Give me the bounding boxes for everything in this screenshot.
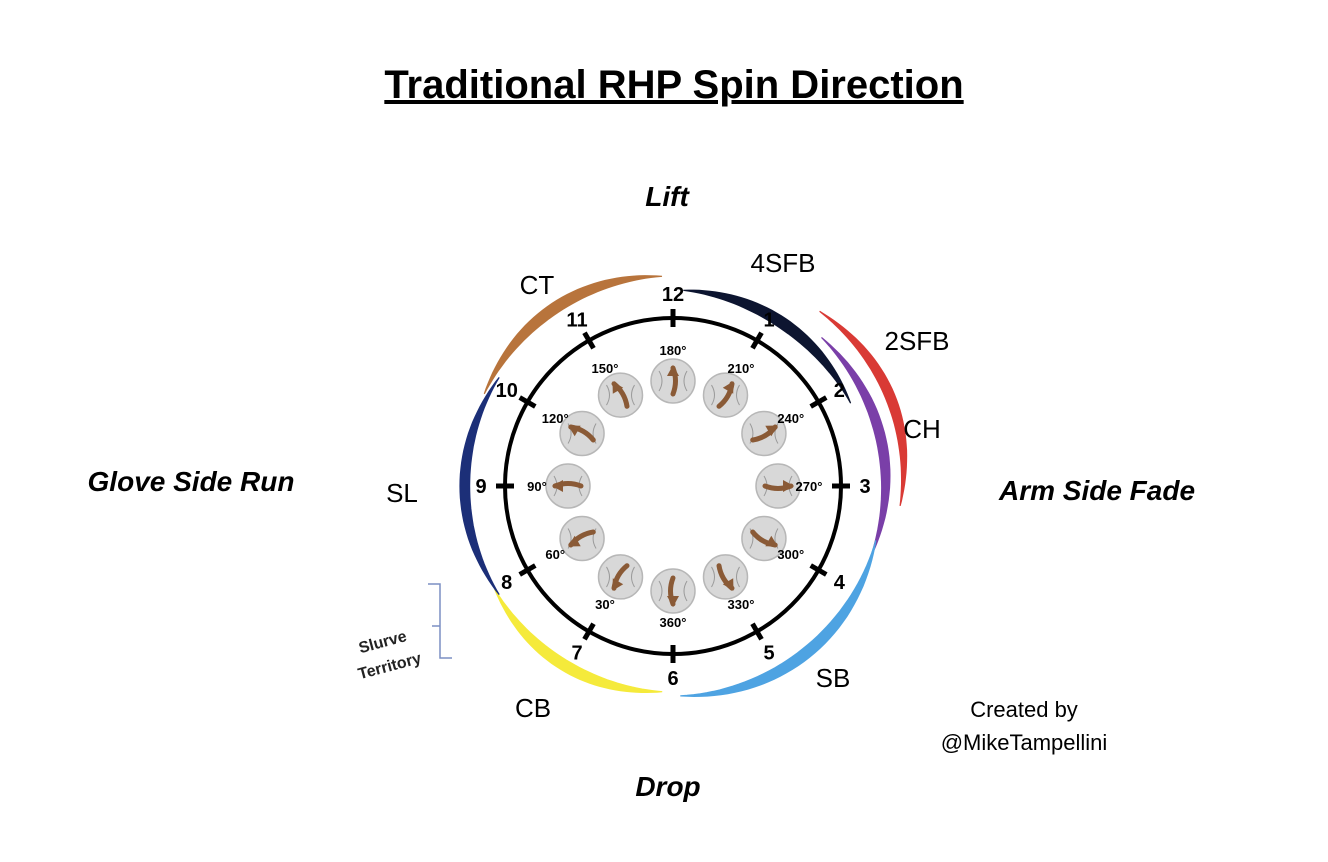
spin-ball-300 bbox=[741, 515, 787, 562]
clock-label-7: 7 bbox=[571, 642, 582, 664]
tick-2 bbox=[809, 395, 828, 409]
spin-ball-240 bbox=[741, 410, 787, 457]
degree-label-300: 300° bbox=[777, 547, 804, 562]
arrowhead-icon bbox=[667, 365, 679, 376]
degree-label-270: 270° bbox=[796, 479, 823, 494]
spin-ball-180 bbox=[650, 358, 696, 404]
page-title: Traditional RHP Spin Direction bbox=[384, 63, 963, 107]
pitch-label-ch: CH bbox=[903, 414, 941, 444]
seam-icon bbox=[749, 423, 779, 444]
degree-label-60: 60° bbox=[545, 547, 565, 562]
direction-drop: Drop bbox=[635, 771, 700, 802]
spin-balls bbox=[545, 358, 801, 614]
pitch-arc-cb bbox=[494, 588, 663, 693]
pitch-label-4sfb: 4SFB bbox=[750, 248, 815, 278]
direction-lift: Lift bbox=[645, 181, 690, 212]
degree-labels: 180° 210° 240° 270° 300° 330° 360° 30° 60° 90° 120… bbox=[527, 343, 822, 630]
seam-icon bbox=[606, 566, 635, 588]
tick-8 bbox=[518, 563, 537, 577]
arrowhead-icon bbox=[568, 535, 581, 547]
clock-label-4: 4 bbox=[834, 572, 846, 594]
seam-icon bbox=[567, 423, 597, 444]
pitch-arc-ct bbox=[483, 275, 663, 395]
clock-label-12: 12 bbox=[662, 284, 684, 306]
tick-1 bbox=[750, 331, 764, 350]
clock-label-2: 2 bbox=[834, 380, 845, 402]
pitch-arc-sb bbox=[680, 540, 877, 698]
spin-ball-360 bbox=[650, 568, 696, 614]
seam-icon bbox=[658, 370, 688, 392]
spin-ball-120 bbox=[559, 410, 605, 457]
seam-icon bbox=[749, 528, 779, 549]
arrowhead-icon bbox=[722, 381, 734, 394]
seam-icon bbox=[567, 528, 597, 549]
arrowhead-icon bbox=[568, 425, 581, 437]
arrowhead-icon bbox=[612, 381, 624, 394]
clock-label-11: 11 bbox=[566, 310, 587, 332]
slurve-bracket bbox=[428, 583, 452, 659]
spin-ball-150 bbox=[597, 372, 644, 418]
tick-7 bbox=[582, 622, 596, 641]
pitch-arcs bbox=[459, 275, 908, 698]
credit-line2: @MikeTampellini bbox=[941, 730, 1108, 755]
arrowhead-icon bbox=[667, 596, 679, 607]
direction-glove-side-run: Glove Side Run bbox=[88, 466, 295, 497]
clock-label-10: 10 bbox=[496, 380, 518, 402]
clock-label-8: 8 bbox=[501, 572, 512, 594]
seam-icon bbox=[606, 384, 635, 406]
clock-label-3: 3 bbox=[859, 476, 870, 498]
pitch-arc-2sfb bbox=[819, 310, 908, 507]
arrowhead-icon bbox=[612, 578, 624, 591]
pitch-label-cb: CB bbox=[515, 693, 551, 723]
degree-label-120: 120° bbox=[542, 411, 569, 426]
credit-line1: Created by bbox=[970, 697, 1078, 722]
degree-label-360: 360° bbox=[660, 615, 687, 630]
pitch-arc-sl bbox=[459, 377, 500, 595]
clock-label-1: 1 bbox=[763, 310, 774, 332]
spin-ball-30 bbox=[597, 554, 644, 600]
spin-ball-90 bbox=[545, 463, 591, 509]
clock-label-5: 5 bbox=[763, 642, 774, 664]
degree-label-150: 150° bbox=[592, 361, 619, 376]
tick-11 bbox=[582, 331, 596, 350]
arrowhead-icon bbox=[765, 425, 778, 437]
arrowhead-icon bbox=[552, 480, 563, 492]
seam-icon bbox=[658, 580, 688, 602]
arrowhead-icon bbox=[722, 578, 734, 591]
arrowhead-icon bbox=[765, 535, 778, 547]
spin-ball-270 bbox=[755, 463, 801, 509]
direction-arm-side-fade: Arm Side Fade bbox=[998, 475, 1195, 506]
spin-ball-210 bbox=[702, 372, 749, 418]
degree-label-90: 90° bbox=[527, 479, 547, 494]
slurve-label-line1: Slurve bbox=[357, 628, 409, 657]
degree-label-240: 240° bbox=[777, 411, 804, 426]
spin-ball-60 bbox=[559, 515, 605, 562]
seam-icon bbox=[711, 566, 740, 588]
pitch-label-ct: CT bbox=[520, 270, 555, 300]
degree-label-30: 30° bbox=[595, 597, 615, 612]
tick-5 bbox=[750, 622, 764, 641]
pitch-label-sb: SB bbox=[816, 663, 851, 693]
spin-ball-330 bbox=[702, 554, 749, 600]
seam-icon bbox=[711, 384, 740, 406]
clock-label-9: 9 bbox=[475, 476, 486, 498]
tick-10 bbox=[518, 395, 537, 409]
clock-ticks bbox=[496, 309, 850, 663]
clock-label-6: 6 bbox=[667, 668, 678, 690]
pitch-label-sl: SL bbox=[386, 478, 418, 508]
tick-4 bbox=[809, 563, 828, 577]
degree-label-210: 210° bbox=[728, 361, 755, 376]
pitch-arc-4sfb bbox=[683, 289, 852, 404]
arrowhead-icon bbox=[783, 480, 794, 492]
degree-label-180: 180° bbox=[660, 343, 687, 358]
pitch-label-2sfb: 2SFB bbox=[884, 326, 949, 356]
degree-label-330: 330° bbox=[728, 597, 755, 612]
